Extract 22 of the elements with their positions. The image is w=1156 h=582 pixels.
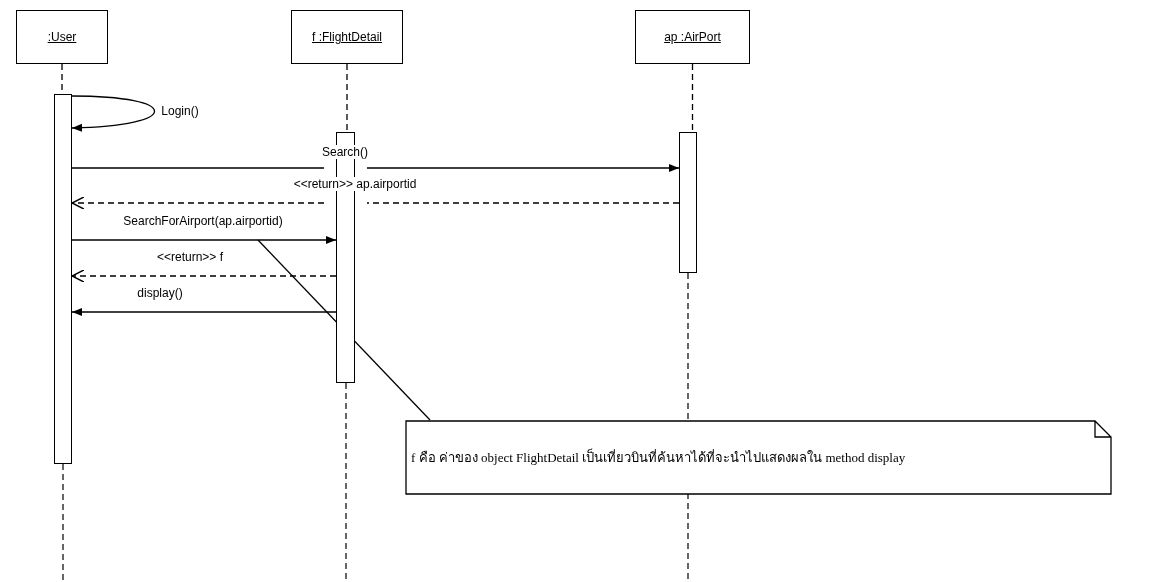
activation-bar [54,94,72,464]
lifeline [691,63,694,133]
message-label: display() [135,286,185,300]
return-arrow [71,196,680,210]
leader-line [257,239,431,421]
activation-bar [679,132,697,273]
object-box: :User [16,10,108,64]
message-label: Login() [159,104,201,118]
message-label: <<return>> ap.airportid [291,177,419,191]
message-label: SearchForAirport(ap.airportid) [121,214,285,228]
return-arrow [71,269,337,283]
message-arrow [71,95,156,132]
message-label: Search() [320,145,370,159]
message-arrow [71,164,680,172]
object-box: ap :AirPort [635,10,750,64]
lifeline [346,63,348,133]
object-box: f :FlightDetail [291,10,403,64]
message-label: <<return>> f [155,250,225,264]
note [405,420,1112,495]
message-arrow [71,308,337,316]
message-arrow [71,236,337,244]
note-text: f คือ ค่าของ object FlightDetail เป็นเที่ยวบินที่ค้นหาได้ที่จะนำไปแสดงผลใน method display [410,447,906,467]
